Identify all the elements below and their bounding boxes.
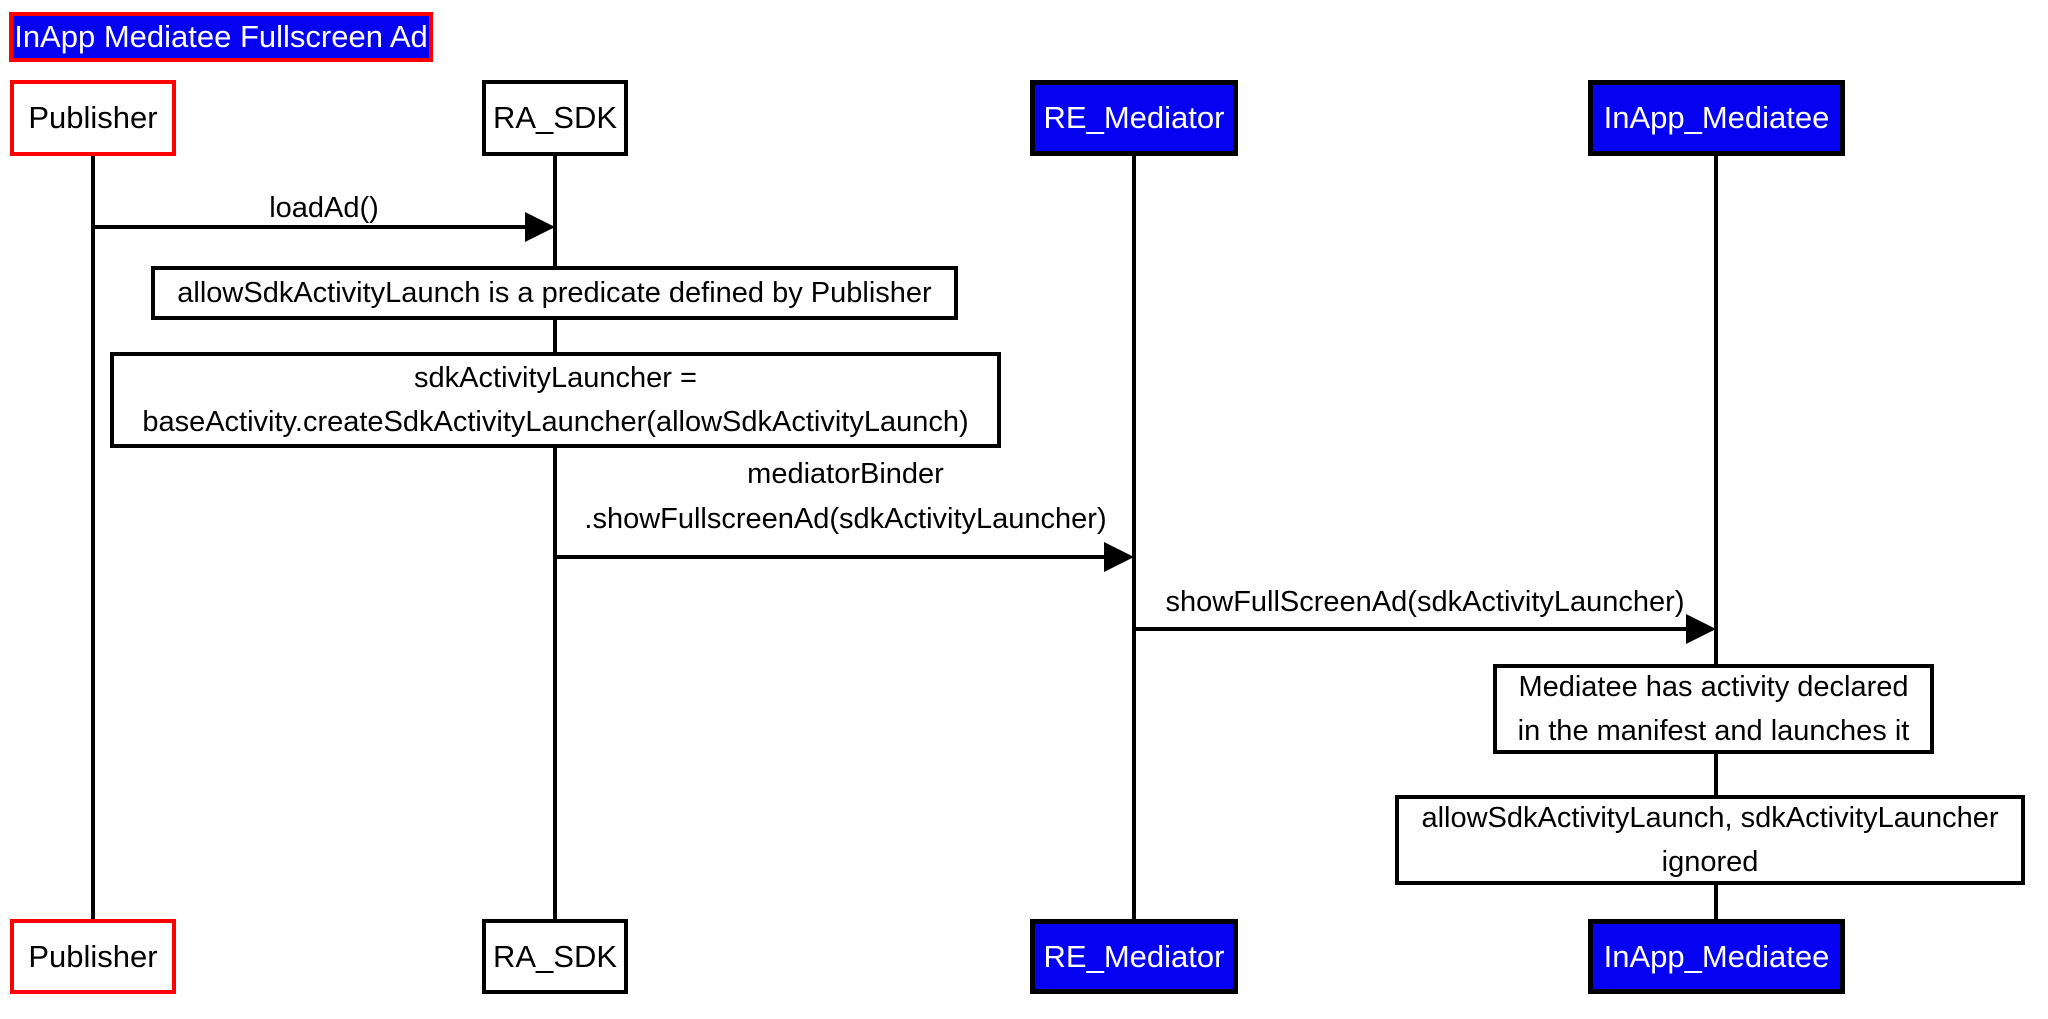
note-text: baseActivity.createSdkActivityLauncher(a…: [142, 406, 969, 438]
message-label-showfullscreenad: showFullScreenAd(sdkActivityLauncher): [1134, 580, 1716, 625]
actor-bottom-re-mediator: RE_Mediator: [1030, 919, 1238, 994]
note-create-launcher: sdkActivityLauncher = baseActivity.creat…: [110, 352, 1001, 448]
message-label-mediatorbinder: mediatorBinder .showFullscreenAd(sdkActi…: [555, 452, 1136, 542]
note-manifest-activity: Mediatee has activity declared in the ma…: [1493, 664, 1934, 754]
message-arrow-showfullscreenad: [1134, 627, 1686, 631]
actor-top-ra-sdk: RA_SDK: [482, 80, 628, 156]
diagram-title-text: InApp Mediatee Fullscreen Ad: [14, 19, 428, 54]
actor-label: InApp_Mediatee: [1603, 938, 1830, 974]
note-predicate: allowSdkActivityLaunch is a predicate de…: [151, 266, 958, 320]
arrowhead-icon: [1104, 542, 1134, 572]
message-arrow-mediatorbinder: [555, 555, 1104, 559]
message-label-loadad: loadAd(): [93, 186, 555, 231]
actor-label: RA_SDK: [492, 938, 618, 974]
message-text: loadAd(): [269, 192, 379, 224]
actor-label: RE_Mediator: [1043, 938, 1225, 974]
lifeline-publisher: [91, 156, 95, 920]
actor-label: Publisher: [28, 100, 158, 135]
lifeline-re-mediator: [1132, 156, 1136, 920]
diagram-title: InApp Mediatee Fullscreen Ad: [9, 12, 433, 62]
actor-bottom-inapp-mediatee: InApp_Mediatee: [1588, 919, 1845, 994]
note-text: allowSdkActivityLaunch, sdkActivityLaunc…: [1421, 802, 1999, 834]
note-text: in the manifest and launches it: [1517, 715, 1910, 747]
actor-label: InApp_Mediatee: [1603, 100, 1830, 135]
message-text: mediatorBinder: [747, 458, 944, 490]
note-text: ignored: [1661, 846, 1759, 878]
actor-label: RA_SDK: [492, 100, 618, 135]
actor-bottom-publisher: Publisher: [10, 919, 176, 994]
lifeline-ra-sdk: [553, 156, 557, 920]
arrowhead-icon: [525, 212, 555, 242]
arrowhead-icon: [1686, 614, 1716, 644]
actor-label: RE_Mediator: [1043, 100, 1225, 135]
message-text: .showFullscreenAd(sdkActivityLauncher): [584, 503, 1107, 535]
actor-top-inapp-mediatee: InApp_Mediatee: [1588, 80, 1845, 156]
actor-bottom-ra-sdk: RA_SDK: [482, 919, 628, 994]
message-arrow-loadad: [93, 225, 525, 229]
actor-label: Publisher: [28, 938, 158, 974]
actor-top-publisher: Publisher: [10, 80, 176, 156]
note-text: allowSdkActivityLaunch is a predicate de…: [177, 277, 932, 309]
message-text: showFullScreenAd(sdkActivityLauncher): [1165, 586, 1685, 618]
note-ignored-params: allowSdkActivityLaunch, sdkActivityLaunc…: [1395, 795, 2025, 885]
lifeline-inapp-mediatee: [1714, 156, 1718, 920]
note-text: sdkActivityLauncher =: [414, 362, 697, 394]
note-text: Mediatee has activity declared: [1518, 671, 1909, 703]
actor-top-re-mediator: RE_Mediator: [1030, 80, 1238, 156]
